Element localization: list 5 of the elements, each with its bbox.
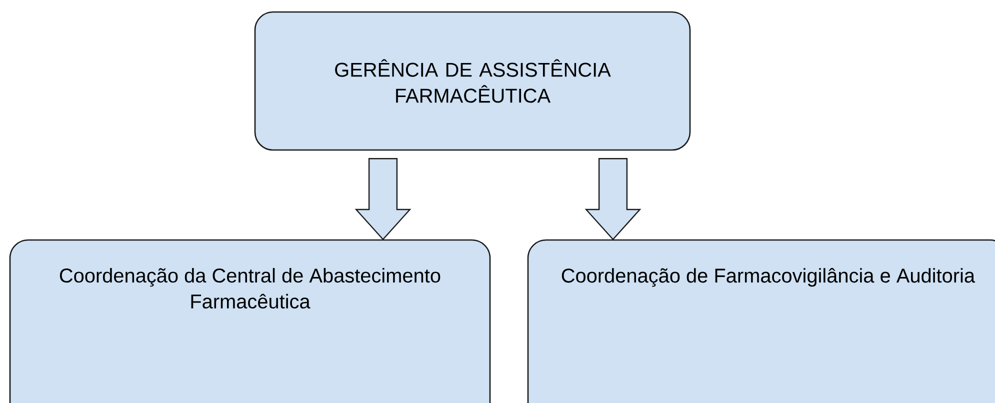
org-box: Coordenação de Farmacovigilância e Auditoria <box>527 239 995 403</box>
org-box: Coordenação da Central de Abastecimento Farmacêutica <box>9 239 491 403</box>
block-arrow <box>584 158 642 240</box>
block-arrow <box>354 158 412 240</box>
org-box: GERÊNCIA DE ASSISTÊNCIA FARMACÊUTICA <box>254 11 691 151</box>
